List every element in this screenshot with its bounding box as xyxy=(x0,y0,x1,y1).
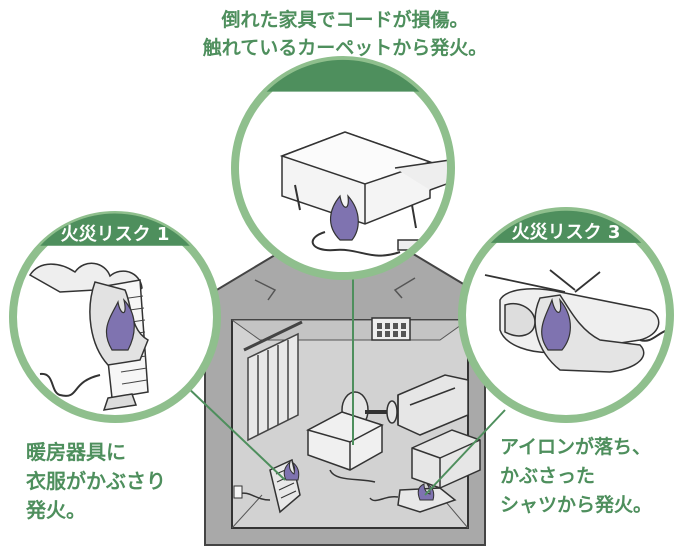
connector-lines xyxy=(184,276,506,496)
risk-circle-1: 火災リスク 1 xyxy=(9,211,221,423)
wall-panel xyxy=(371,317,411,341)
risk-circle-2: 火災リスク 2 xyxy=(231,56,455,280)
risk-label-1: 火災リスク 1 xyxy=(61,224,170,245)
curtain xyxy=(243,320,303,442)
risk-badge-1 xyxy=(40,213,190,246)
risk-badge-2 xyxy=(266,59,420,92)
caption-risk-2: 倒れた家具でコードが損傷。 触れているカーペットから発火。 xyxy=(202,9,488,59)
flame-icon xyxy=(541,297,571,351)
risk-circle-3: 火災リスク 3 xyxy=(458,207,674,423)
house-cutaway xyxy=(204,211,486,546)
caption-risk-1: 暖房器具に 衣服がかぶさり 発火。 xyxy=(26,440,166,522)
flame-icon xyxy=(105,297,135,351)
risk-label-3: 火災リスク 3 xyxy=(512,222,621,243)
fallen-shelf xyxy=(306,411,384,471)
room-iron xyxy=(369,483,457,513)
flame-icon xyxy=(330,194,359,241)
sofa xyxy=(397,374,469,436)
caption-risk-3: アイロンが落ち、 かぶさった シャツから発火。 xyxy=(500,436,653,516)
risk-badge-3 xyxy=(490,210,642,243)
risk-label-2: 火災リスク 2 xyxy=(289,99,398,120)
